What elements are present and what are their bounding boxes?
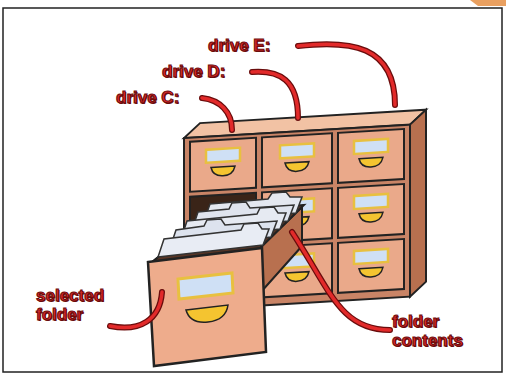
label-holder: [354, 249, 388, 264]
leader-line: [298, 44, 395, 105]
drawer: [338, 184, 404, 238]
callout-label: drive D:: [162, 62, 262, 81]
leader-line: [252, 72, 298, 118]
drawer-front: [338, 239, 404, 293]
drawer-front: [338, 129, 404, 183]
cabinet-side: [410, 110, 426, 297]
leader-line-outline: [110, 292, 162, 328]
leader-lines: [110, 44, 395, 330]
drawer-handle: [285, 162, 309, 172]
drawer: [338, 239, 404, 293]
drawer-handle: [186, 305, 228, 322]
drawer-front: [338, 184, 404, 238]
leader-line-outline: [252, 72, 298, 118]
drawer-front: [190, 138, 256, 192]
leader-line: [110, 292, 162, 328]
drawer-front: [148, 248, 266, 366]
drawer-handle: [359, 157, 383, 167]
drawer-handle: [359, 212, 383, 222]
corner-fragment: [470, 0, 506, 6]
label-holder: [354, 194, 388, 209]
leader-line: [202, 98, 232, 130]
label-holder: [354, 139, 388, 154]
open-drawer: [148, 192, 304, 366]
label-holder: [206, 148, 240, 163]
label-holder: [178, 273, 233, 299]
drawer: [190, 138, 256, 192]
drawer-front: [262, 133, 332, 187]
drawer: [262, 133, 332, 187]
label-holder: [280, 143, 314, 158]
drawer-handle: [359, 267, 383, 277]
frame: [3, 8, 502, 372]
leader-line: [292, 232, 390, 330]
drawer: [338, 129, 404, 183]
leader-line-outline: [202, 98, 232, 130]
callout-label: selected folder: [36, 286, 114, 324]
callout-label: drive C:: [116, 88, 216, 107]
leader-line-outline: [298, 44, 395, 105]
drawer-handle: [211, 166, 235, 176]
callout-label: folder contents: [392, 312, 478, 350]
callout-label: drive E:: [208, 36, 308, 55]
leader-line-outline: [292, 232, 390, 330]
drawer-handle: [285, 272, 309, 282]
